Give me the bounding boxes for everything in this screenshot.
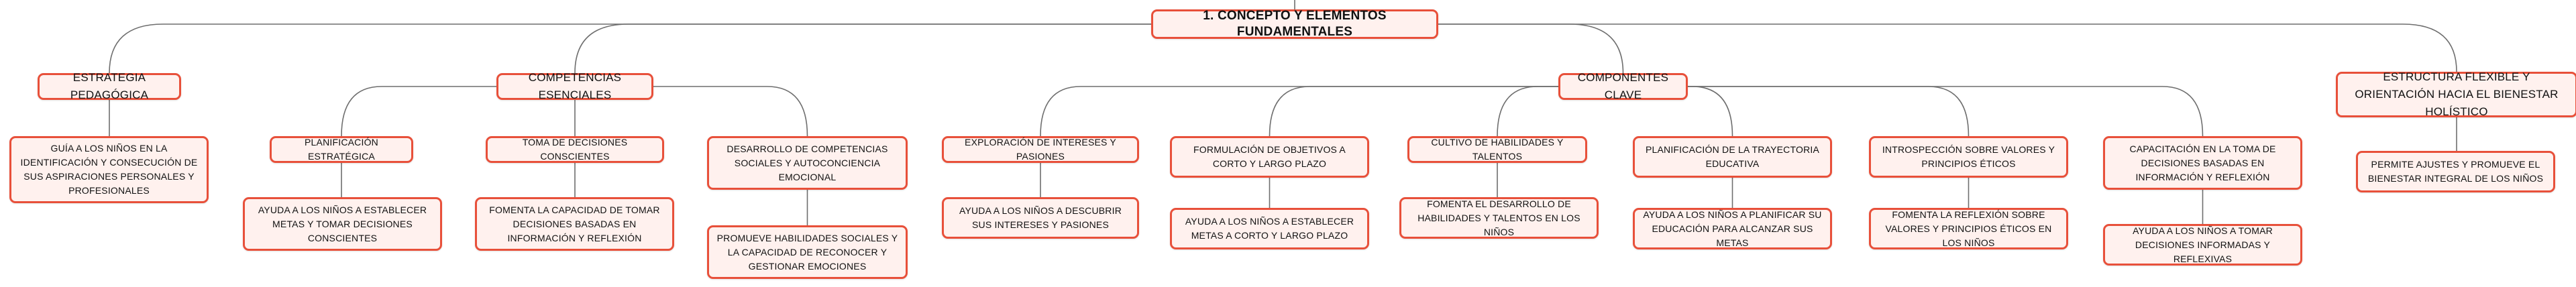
detail-capacitacion-decisiones[interactable]: AYUDA A LOS NIÑOS A TOMAR DECISIONES INF… (2103, 224, 2302, 266)
topic-competencias-sociales[interactable]: DESARROLLO DE COMPETENCIAS SOCIALES Y AU… (707, 136, 908, 190)
connector-b2-b2c5 (1688, 86, 2204, 137)
branch-estructura-flexible[interactable]: ESTRUCTURA FLEXIBLE Y ORIENTACIÓN HACIA … (2336, 70, 2576, 118)
topic-planificacion-trayectoria[interactable]: PLANIFICACIÓN DE LA TRAYECTORIA EDUCATIV… (1633, 136, 1832, 178)
detail-cultivo-habilidades[interactable]: FOMENTA EL DESARROLLO DE HABILIDADES Y T… (1399, 197, 1599, 239)
detail-exploracion-intereses[interactable]: AYUDA A LOS NIÑOS A DESCUBRIR SUS INTERE… (942, 197, 1139, 239)
connector-b1-b1c0 (341, 86, 496, 137)
detail-introspeccion-valores[interactable]: FOMENTA LA REFLEXIÓN SOBRE VALORES Y PRI… (1869, 208, 2068, 249)
detail-planificacion-trayectoria[interactable]: AYUDA A LOS NIÑOS A PLANIFICAR SU EDUCAC… (1633, 208, 1832, 249)
topic-introspeccion-valores[interactable]: INTROSPECCIÓN SOBRE VALORES Y PRINCIPIOS… (1869, 136, 2068, 178)
connector-b2-b2c2 (1497, 86, 1558, 137)
connector-root-b2 (1438, 23, 1624, 74)
detail-planificacion-estrategica[interactable]: AYUDA A LOS NIÑOS A ESTABLECER METAS Y T… (243, 197, 442, 251)
connector-b2-b2c0 (1040, 86, 1558, 137)
topic-cultivo-habilidades[interactable]: CULTIVO DE HABILIDADES Y TALENTOS (1407, 136, 1587, 163)
connector-b2-b2c3 (1688, 86, 1733, 137)
topic-formulacion-objetivos[interactable]: FORMULACIÓN DE OBJETIVOS A CORTO Y LARGO… (1170, 136, 1369, 178)
detail-formulacion-objetivos[interactable]: AYUDA A LOS NIÑOS A ESTABLECER METAS A C… (1170, 208, 1369, 249)
connector-b1-b1c2 (653, 86, 808, 137)
connector-b2-b2c1 (1269, 86, 1558, 137)
branch-competencias-esenciales[interactable]: COMPETENCIAS ESENCIALES (496, 71, 653, 101)
connector-root-b1 (574, 23, 1151, 74)
connector-root-b0 (109, 23, 1151, 74)
root-topic[interactable]: 1. CONCEPTO Y ELEMENTOS FUNDAMENTALES (1151, 9, 1438, 39)
connector-b2-b2c4 (1688, 86, 1970, 137)
detail-toma-decisiones-conscientes[interactable]: FOMENTA LA CAPACIDAD DE TOMAR DECISIONES… (475, 197, 674, 251)
topic-exploracion-intereses[interactable]: EXPLORACIÓN DE INTERESES Y PASIONES (942, 136, 1139, 163)
topic-permite-ajustes[interactable]: PERMITE AJUSTES Y PROMUEVE EL BIENESTAR … (2356, 151, 2555, 192)
branch-componentes-clave[interactable]: COMPONENTES CLAVE (1558, 71, 1688, 101)
topic-planificacion-estrategica[interactable]: PLANIFICACIÓN ESTRATÉGICA (270, 136, 413, 163)
branch-estrategia-pedagogica[interactable]: ESTRATEGIA PEDAGÓGICA (38, 71, 181, 101)
detail-competencias-sociales[interactable]: PROMUEVE HABILIDADES SOCIALES Y LA CAPAC… (707, 225, 908, 279)
topic-capacitacion-decisiones[interactable]: CAPACITACIÓN EN LA TOMA DE DECISIONES BA… (2103, 136, 2302, 190)
connector-root-b3 (1438, 23, 2457, 72)
topic-guia-identificacion[interactable]: GUÍA A LOS NIÑOS EN LA IDENTIFICACIÓN Y … (9, 136, 209, 203)
topic-toma-decisiones-conscientes[interactable]: TOMA DE DECISIONES CONSCIENTES (486, 136, 664, 163)
